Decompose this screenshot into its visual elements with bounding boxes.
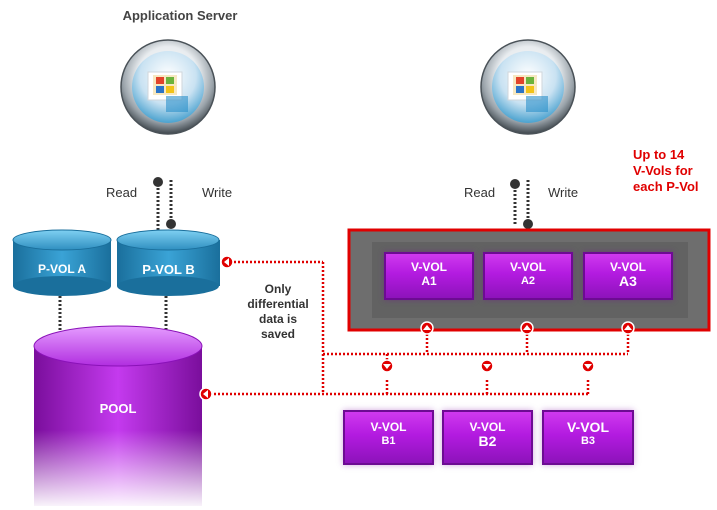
vvol-label: V-VOL xyxy=(566,419,609,435)
vvol-b3: V-VOL B3 xyxy=(542,410,634,465)
differential-note-line: data is xyxy=(258,312,297,326)
vvol-label: V-VOL xyxy=(469,420,506,434)
left-write-node xyxy=(166,219,176,229)
server-title: Application Server xyxy=(122,8,238,23)
pvol-to-pool-lines xyxy=(58,296,168,338)
pvol-a-cylinder xyxy=(12,229,112,296)
differential-note: Only differential data is saved xyxy=(238,282,318,342)
vvol-b2: V-VOL B2 xyxy=(442,410,533,465)
limit-note-line: Up to 14 xyxy=(633,147,685,162)
right-read-write-lines xyxy=(513,180,530,226)
vvol-id: A2 xyxy=(520,275,536,287)
differential-note-line: Only xyxy=(264,282,292,296)
red-arrow-nodes xyxy=(199,255,635,401)
vvol-id: A3 xyxy=(619,273,637,289)
left-read-write-lines xyxy=(156,180,173,236)
vvol-a2: V-VOL A2 xyxy=(483,252,573,300)
limit-note-line: V-Vols for xyxy=(633,163,693,178)
vvol-id: B3 xyxy=(580,435,596,447)
vvol-id: B1 xyxy=(381,435,396,447)
vvol-limit-note: Up to 14 V-Vols for each P-Vol xyxy=(633,147,699,195)
pvol-b-label: P-VOL B xyxy=(142,262,195,277)
vvol-id: B2 xyxy=(478,433,497,449)
pool-cylinder xyxy=(33,325,203,506)
pvol-a-label: P-VOL A xyxy=(37,262,86,276)
vvol-label: V-VOL xyxy=(509,260,546,274)
vvol-label: V-VOL xyxy=(410,260,447,274)
vvol-a3: V-VOL A3 xyxy=(583,252,673,300)
right-read-node xyxy=(510,179,520,189)
pool-label: POOL xyxy=(99,401,137,416)
pvol-b-cylinder xyxy=(116,229,220,296)
right-write-node xyxy=(523,219,533,229)
left-read-node xyxy=(153,177,163,187)
differential-note-line: differential xyxy=(247,297,309,311)
vvol-label: V-VOL xyxy=(370,420,407,434)
differential-note-line: saved xyxy=(260,327,296,341)
right-read-label: Read xyxy=(464,185,496,200)
right-server-icon xyxy=(480,39,576,135)
right-write-label: Write xyxy=(548,185,579,200)
limit-note-line: each P-Vol xyxy=(633,179,699,194)
vvol-b1: V-VOL B1 xyxy=(343,410,434,465)
left-write-label: Write xyxy=(202,185,233,200)
left-server-icon xyxy=(120,39,216,135)
differential-flow-lines xyxy=(210,260,630,396)
vvol-id: A1 xyxy=(421,274,437,288)
vvol-a1: V-VOL A1 xyxy=(384,252,474,300)
left-read-label: Read xyxy=(106,185,138,200)
vvol-label: V-VOL xyxy=(609,260,646,274)
